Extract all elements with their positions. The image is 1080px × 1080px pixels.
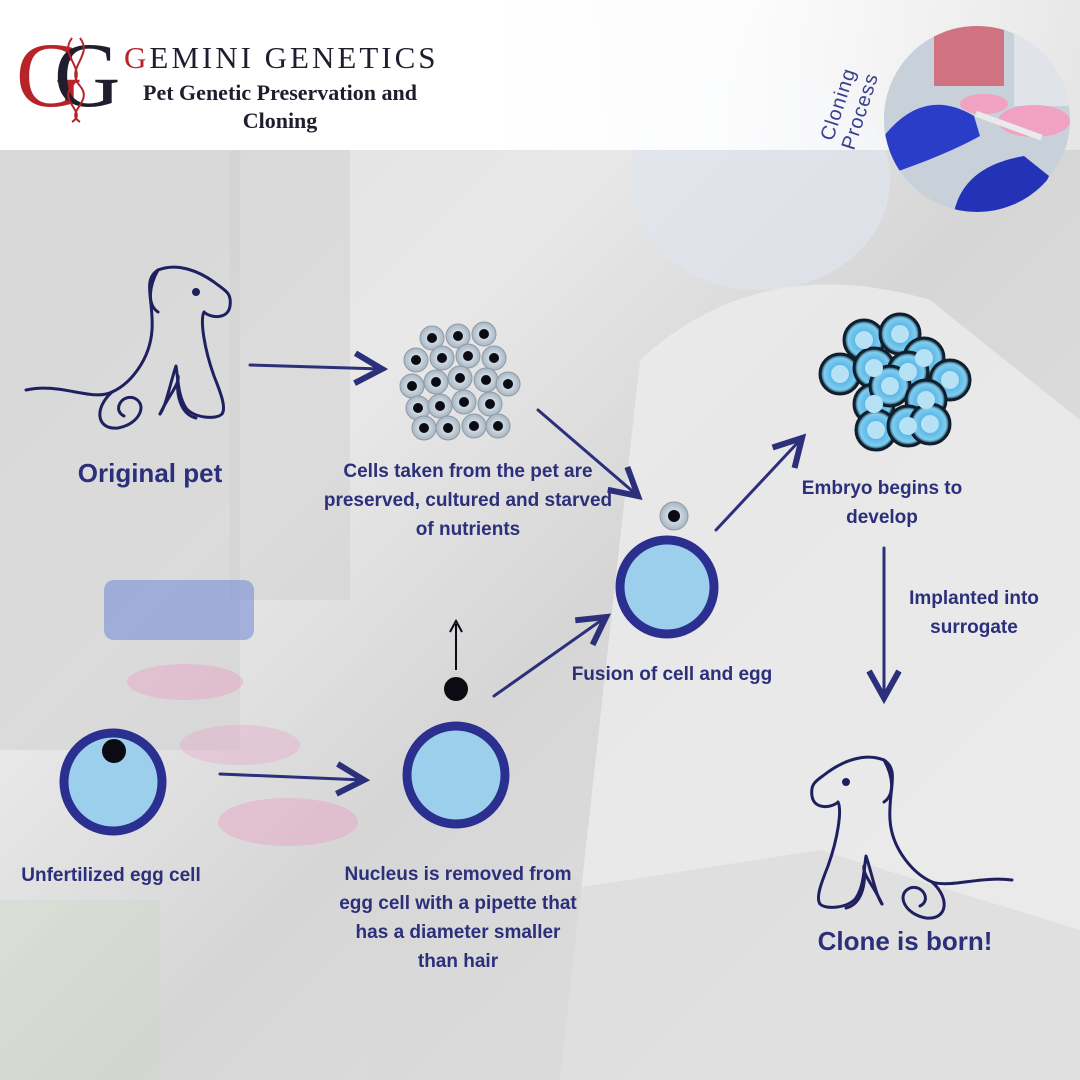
brand-name-initial: G (124, 40, 150, 75)
brand-tagline: Pet Genetic Preservation and Cloning (143, 80, 417, 133)
original-pet-dog-icon (24, 265, 232, 430)
brand-name-rest: EMINI GENETICS (149, 40, 439, 75)
label-unfertilized: Unfertilized egg cell (21, 865, 201, 886)
label-implanted: Implanted into surrogate (909, 588, 1039, 638)
fused-egg-cell (615, 501, 719, 639)
label-cells-taken: Cells taken from the pet are preserved, … (323, 461, 613, 540)
arrow-enucleated-to-fusion (492, 617, 606, 698)
embryo-cluster (818, 312, 972, 452)
label-fusion: Fusion of cell and egg (571, 664, 773, 685)
removed-nucleus (444, 677, 468, 701)
enucleated-egg-cell (402, 618, 510, 829)
label-embryo: Embryo begins to develop (801, 478, 963, 528)
cloning-photo (884, 26, 1070, 212)
logo-letter-g-dark: G (54, 24, 120, 126)
process-arrows (218, 365, 884, 780)
logo-letter-g-red: G (16, 24, 82, 126)
arrow-pet-to-cells (248, 365, 382, 369)
cultured-cells-cluster (399, 321, 521, 441)
label-original-pet: Original pet (77, 458, 223, 488)
arrow-cells-to-fusion (536, 408, 638, 496)
clone-dog-icon (810, 755, 1014, 920)
brand-name: GEMINI GENETICS (124, 40, 439, 76)
unfertilized-egg-cell (59, 728, 167, 836)
label-clone: Clone is born! (817, 926, 993, 956)
arrow-egg-to-enucleated (218, 774, 364, 780)
cloning-photo-image (884, 26, 1070, 212)
logo-mark: G G (16, 24, 120, 126)
arrow-fusion-to-embryo (714, 438, 802, 532)
label-nucleus-removed: Nucleus is removed from egg cell with a … (339, 864, 577, 972)
